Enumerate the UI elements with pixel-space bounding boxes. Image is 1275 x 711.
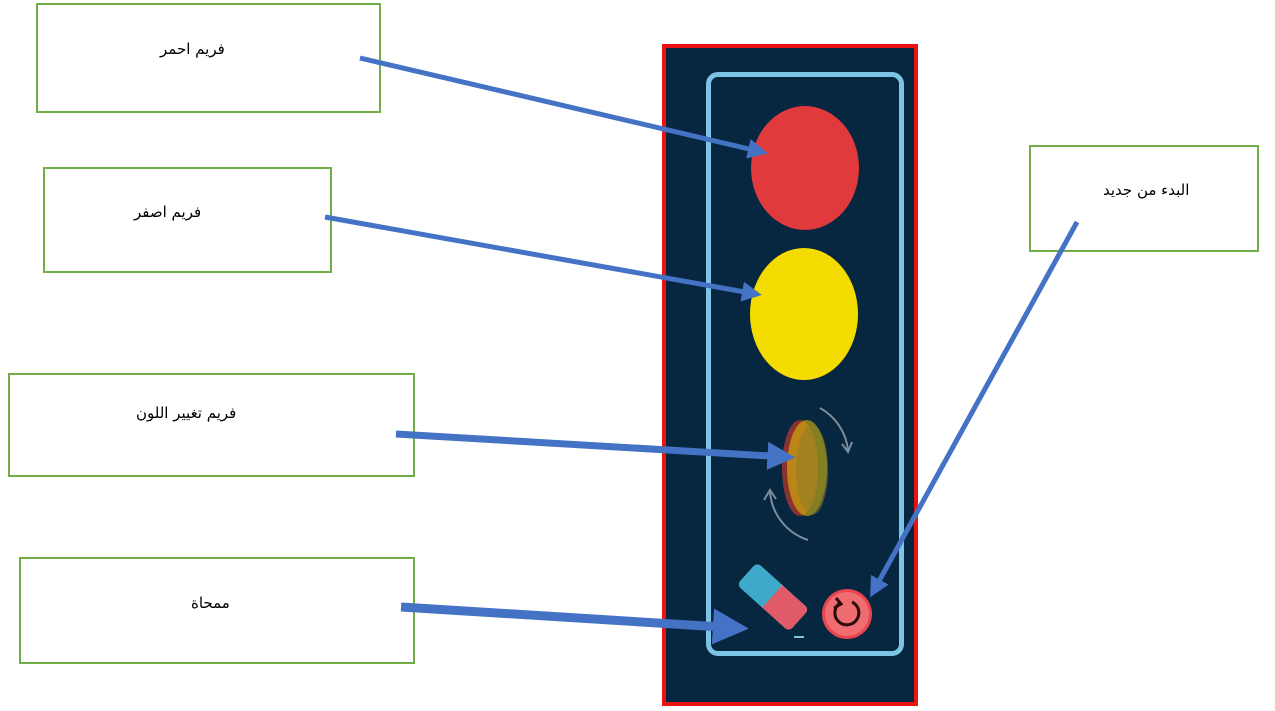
label-box-red-frame [36,3,381,113]
label-eraser: ممحاة [191,594,230,612]
label-box-yellow-frame [43,167,332,273]
label-red-frame: فريم احمر [160,40,225,58]
label-restart: البدء من جديد [1103,181,1190,199]
label-box-eraser [19,557,415,664]
label-color-change-frame: فريم تغيير اللون [136,404,237,422]
traffic-light-inner-frame [706,72,904,656]
label-box-color-change-frame [8,373,415,477]
label-yellow-frame: فريم اصفر [134,203,202,221]
